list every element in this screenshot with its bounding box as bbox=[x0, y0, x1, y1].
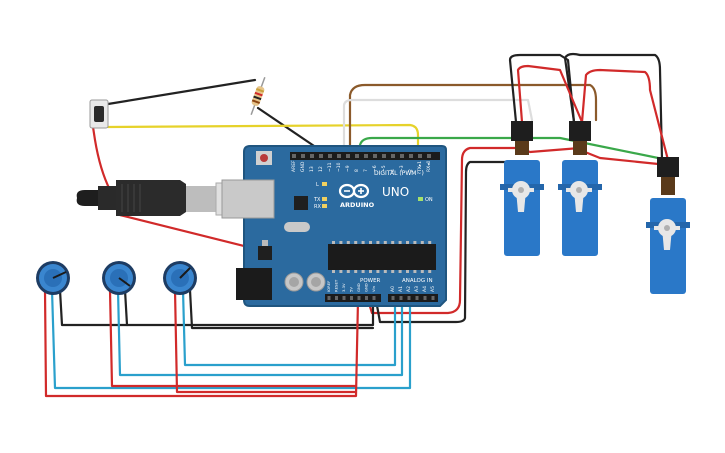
power-pin-label: IOREF bbox=[326, 281, 331, 292]
usb-cable bbox=[76, 180, 231, 216]
arduino-logo bbox=[338, 183, 370, 199]
wire-pot1-signal[interactable] bbox=[50, 288, 412, 390]
digital-header-label: DIGITAL (PWM~) bbox=[374, 170, 424, 177]
wire-green-servo3[interactable] bbox=[358, 136, 670, 162]
digital-pin-label: ~10 bbox=[336, 162, 342, 172]
servo-1[interactable] bbox=[500, 121, 544, 256]
wire-pot3-signal[interactable] bbox=[181, 288, 397, 367]
wire-servo-red-top-2[interactable] bbox=[580, 68, 670, 162]
wire-button-resistor[interactable] bbox=[106, 78, 257, 106]
wire-pot2-gnd[interactable] bbox=[123, 288, 129, 327]
potentiometer-3[interactable] bbox=[163, 261, 197, 295]
analog-pin-label: A2 bbox=[406, 286, 412, 292]
analog-pin-label: A3 bbox=[414, 286, 420, 292]
wire-button-pin2[interactable] bbox=[106, 123, 420, 160]
wire-servo-red-top[interactable] bbox=[516, 64, 584, 124]
analog-label: ANALOG IN bbox=[402, 278, 433, 284]
wire-pot1-power[interactable] bbox=[43, 288, 360, 398]
pushbutton[interactable] bbox=[89, 99, 109, 129]
analog-pin-label: A0 bbox=[390, 286, 396, 292]
digital-pin-label: 7 bbox=[363, 169, 369, 172]
wire-brown-servo2[interactable] bbox=[348, 83, 598, 160]
digital-pin-label: 13 bbox=[309, 166, 315, 172]
usb-port bbox=[221, 179, 275, 219]
wire-pot1-gnd[interactable] bbox=[58, 288, 375, 327]
digital-pin-label: GND bbox=[300, 161, 306, 172]
power-pin-label: 3.3V bbox=[341, 283, 346, 292]
power-jack bbox=[236, 268, 272, 300]
servo-2[interactable] bbox=[558, 121, 602, 256]
atmega-chip bbox=[328, 244, 436, 270]
wire-white-servo1[interactable] bbox=[342, 98, 534, 160]
power-pin-label: RESET bbox=[334, 279, 339, 292]
power-pin-label: 5V bbox=[349, 287, 354, 292]
digital-pin-label: TX▸1 bbox=[417, 161, 423, 173]
on-label: ON bbox=[425, 197, 433, 203]
analog-header bbox=[388, 294, 438, 302]
wire-pot3-gnd[interactable] bbox=[188, 288, 375, 330]
wire-pot2-power[interactable] bbox=[108, 288, 358, 388]
digital-pin-label: AREF bbox=[291, 160, 297, 172]
resistor[interactable] bbox=[247, 76, 268, 116]
led-tx-label: TX bbox=[313, 197, 321, 203]
digital-pin-label: ~5 bbox=[381, 165, 387, 172]
wire-red-bus[interactable] bbox=[366, 146, 522, 315]
analog-pin-label: A5 bbox=[430, 286, 436, 292]
power-pin-label: GND bbox=[364, 283, 369, 292]
servo-3[interactable] bbox=[646, 157, 690, 294]
digital-pin-label: 12 bbox=[318, 166, 324, 172]
wire-black-bus[interactable] bbox=[374, 160, 514, 324]
led-l-label: L bbox=[316, 182, 319, 188]
led-rx-label: RX bbox=[314, 204, 321, 210]
digital-pin-label: ~11 bbox=[327, 162, 333, 172]
digital-pin-label: 8 bbox=[354, 169, 360, 172]
analog-pin-label: A1 bbox=[398, 286, 404, 292]
digital-pin-label: 4 bbox=[390, 169, 396, 172]
wire-pot3-power[interactable] bbox=[173, 288, 358, 394]
wire-servo-black-top-2[interactable] bbox=[563, 52, 664, 162]
digital-pin-label: 2 bbox=[408, 169, 414, 172]
power-pin-label: Vin bbox=[371, 285, 376, 292]
potentiometer-2[interactable] bbox=[102, 261, 136, 295]
wire-servo-black-top[interactable] bbox=[508, 53, 576, 124]
wire-pot2-signal[interactable] bbox=[116, 288, 404, 377]
digital-pin-label: ~3 bbox=[399, 165, 405, 172]
digital-pin-label: ~6 bbox=[372, 165, 378, 172]
power-pin-label: GND bbox=[356, 283, 361, 292]
analog-pin-label: A4 bbox=[422, 286, 428, 292]
brand-text: ARDUINO bbox=[340, 201, 375, 209]
potentiometer-1[interactable] bbox=[36, 261, 70, 295]
model-text: UNO bbox=[382, 185, 409, 199]
power-label: POWER bbox=[360, 278, 381, 284]
usb-chip bbox=[294, 196, 308, 210]
digital-pin-label: ~9 bbox=[345, 165, 351, 172]
digital-pin-label: RX◂0 bbox=[426, 161, 432, 172]
